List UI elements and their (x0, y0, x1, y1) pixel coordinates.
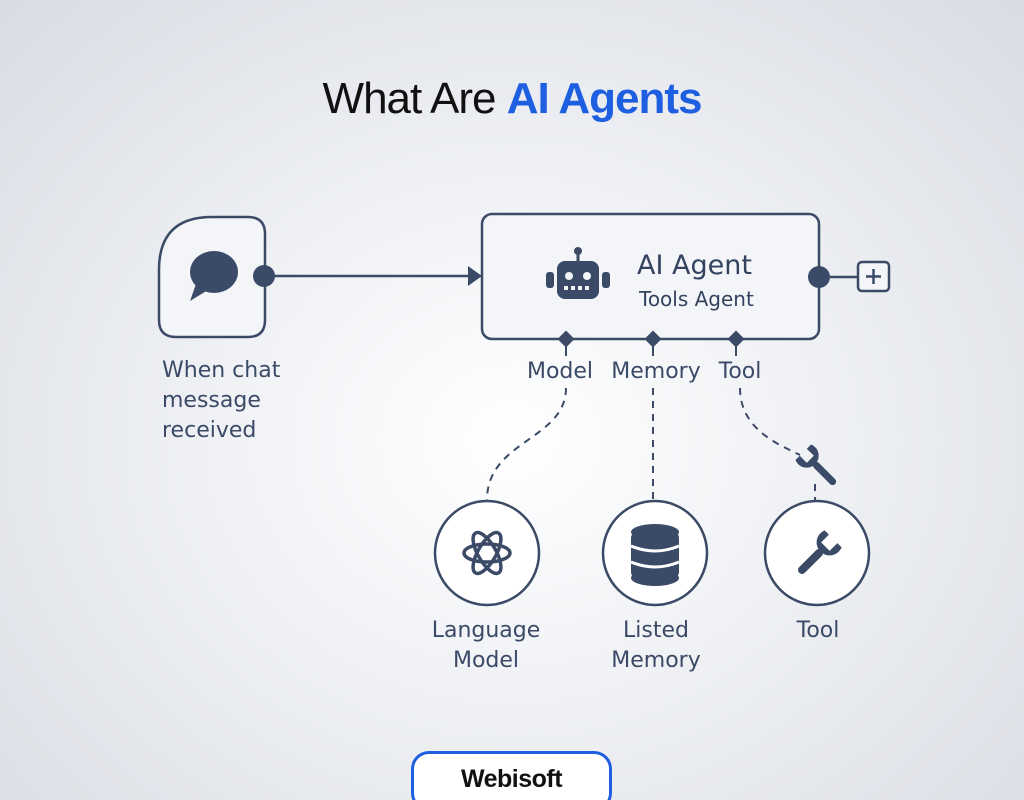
language-model-node[interactable] (433, 499, 541, 607)
trigger-output-handle[interactable] (253, 265, 275, 287)
language-model-label: Language Model (431, 618, 541, 673)
memory-node[interactable] (601, 499, 709, 607)
chat-bubble-icon (190, 251, 238, 301)
memory-port-handle[interactable] (644, 330, 662, 348)
robot-icon (546, 247, 610, 299)
model-port-handle[interactable] (557, 330, 575, 348)
wrench-icon (798, 530, 842, 574)
floating-wrench-icon (795, 444, 837, 486)
title-accent: AI Agents (506, 74, 703, 123)
add-node-button[interactable] (856, 260, 891, 293)
memory-label: Listed Memory (611, 618, 701, 673)
brand-badge: Webisoft (411, 751, 612, 800)
trigger-node[interactable] (157, 215, 267, 339)
tool-node[interactable] (763, 499, 871, 607)
agent-title: AI Agent (637, 250, 752, 281)
title-main: What Are (322, 74, 507, 123)
agent-subtitle: Tools Agent (639, 287, 754, 311)
database-icon (630, 524, 680, 586)
openai-logo-icon (462, 530, 512, 576)
port-label-memory: Memory (611, 359, 701, 384)
trigger-label: When chat message received (162, 358, 281, 443)
tool-label: Tool (796, 618, 840, 643)
page-title: What Are AI Agents (0, 74, 1024, 124)
model-connection (486, 387, 567, 501)
tool-port-handle[interactable] (727, 330, 745, 348)
port-label-model: Model (526, 359, 594, 384)
port-label-tool: Tool (718, 359, 762, 384)
tool-connection (739, 387, 801, 456)
connection-arrow (468, 266, 482, 286)
agent-output-handle[interactable] (808, 266, 830, 288)
